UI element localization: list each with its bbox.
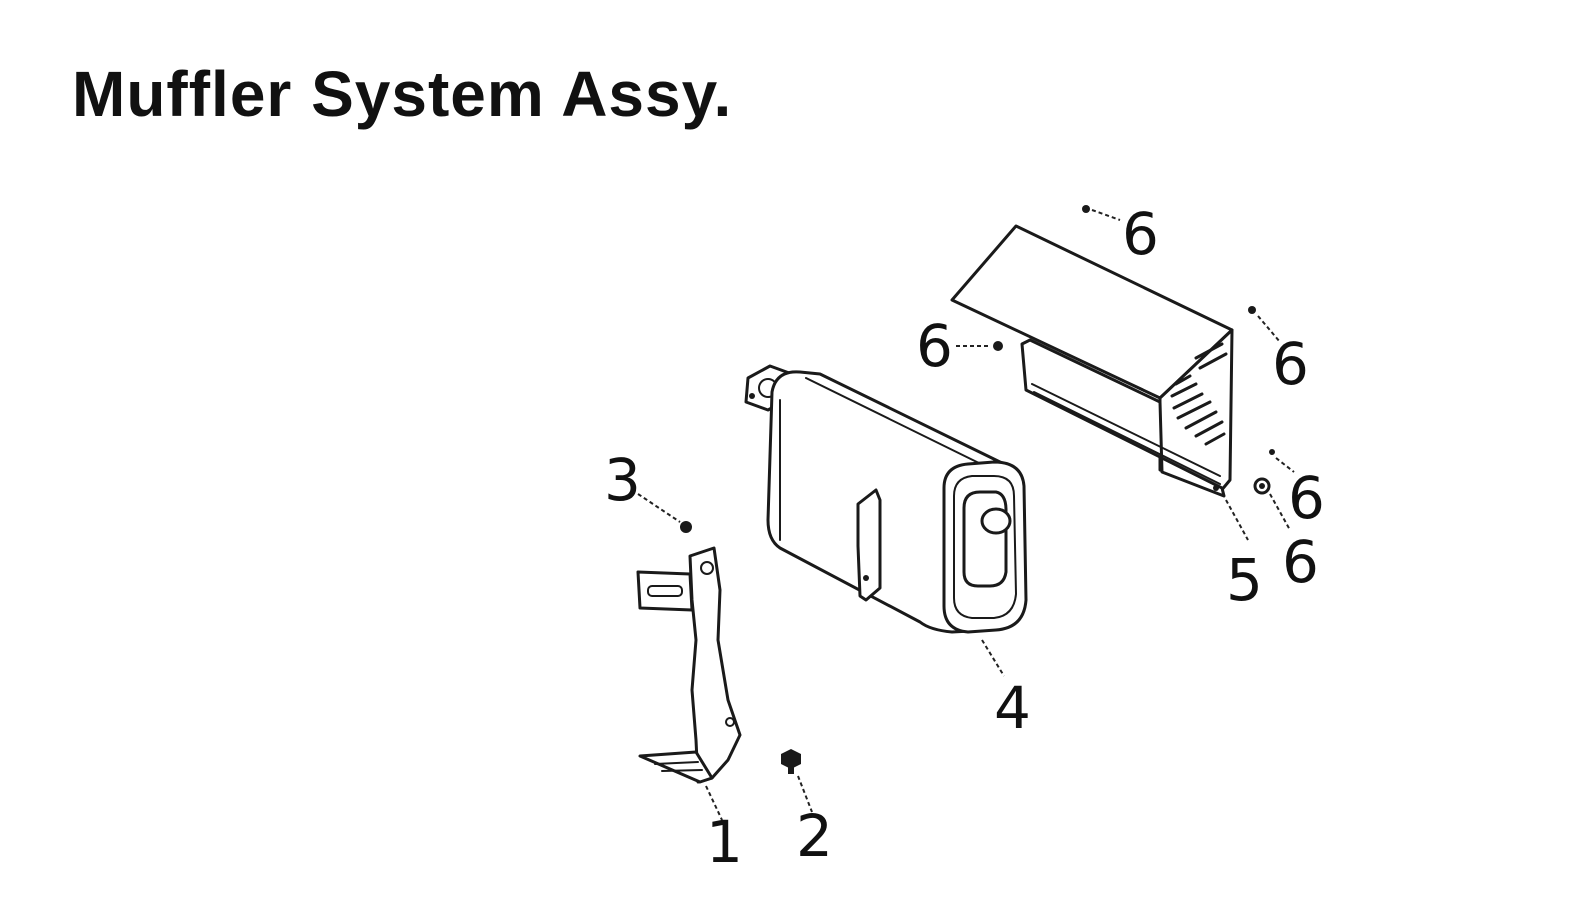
bolt-2	[781, 749, 813, 813]
callout-2: 2	[796, 802, 833, 870]
callout-3: 3	[604, 446, 641, 514]
callout-5: 5	[1226, 546, 1263, 614]
screws-6	[956, 205, 1295, 531]
callout-6-right-lower: 6	[1282, 528, 1319, 596]
callout-6-right-mid: 6	[1288, 464, 1325, 532]
callout-6-top: 6	[1122, 200, 1159, 268]
callout-4: 4	[994, 674, 1031, 742]
bracket-part	[636, 546, 742, 784]
bolt-3	[637, 493, 692, 533]
callout-1: 1	[706, 808, 743, 876]
cover-louvers	[1170, 342, 1228, 446]
page-title: Muffler System Assy.	[72, 58, 733, 130]
leader-4	[981, 639, 1005, 677]
callout-6-right-upper: 6	[1272, 330, 1309, 398]
leader-1	[705, 785, 723, 821]
callout-6-left: 6	[916, 312, 953, 380]
muffler-part	[744, 364, 1028, 634]
muffler-cover-part	[950, 224, 1249, 541]
